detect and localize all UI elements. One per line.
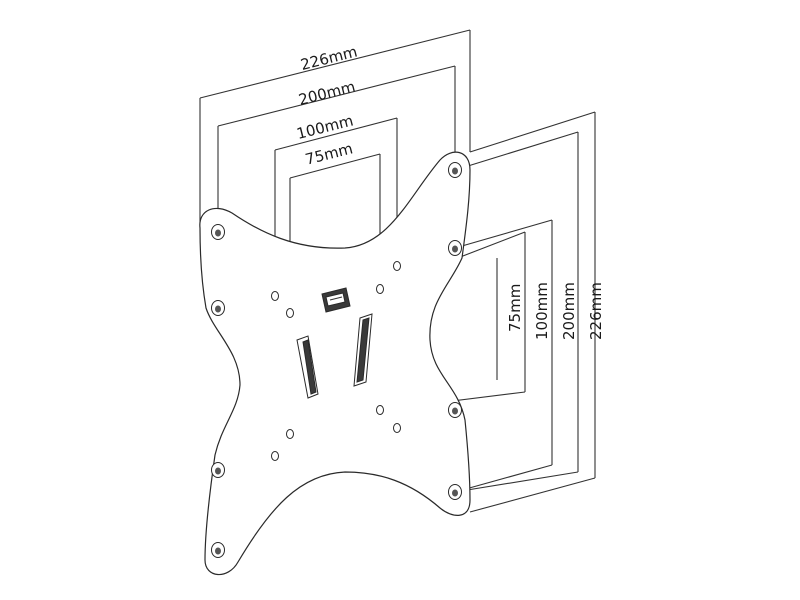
center-lock-bracket — [321, 287, 351, 313]
vertical-dimension-lines — [379, 111, 596, 513]
small-mounting-holes — [271, 261, 401, 461]
small-hole — [271, 451, 279, 461]
horizontal-dimension-label-75: 75mm — [303, 139, 354, 168]
mounting-hole — [211, 300, 225, 316]
mounting-hole — [211, 542, 225, 558]
small-hole — [271, 291, 279, 301]
left-hanging-slot — [296, 335, 319, 399]
vertical-dimension-label-75: 75mm — [506, 284, 524, 332]
horizontal-dimension-label-200: 200mm — [297, 78, 357, 109]
small-hole — [376, 284, 384, 294]
horizontal-dimension-label-226: 226mm — [299, 43, 359, 74]
vertical-dimension-label-226: 226mm — [587, 282, 605, 340]
mounting-hole — [448, 240, 462, 256]
vertical-dimension-label-100: 100mm — [533, 282, 551, 340]
mounting-hole — [448, 402, 462, 418]
small-hole — [393, 261, 401, 271]
right-hanging-slot — [353, 313, 373, 387]
vertical-dimension-label-200: 200mm — [560, 282, 578, 340]
large-mounting-holes — [211, 162, 462, 558]
horizontal-dimension-lines — [199, 29, 471, 312]
small-hole — [376, 405, 384, 415]
mounting-hole — [448, 162, 462, 178]
small-hole — [393, 423, 401, 433]
small-hole — [286, 429, 294, 439]
mounting-plate — [199, 151, 471, 576]
horizontal-dimension-label-100: 100mm — [295, 112, 355, 143]
mounting-hole — [211, 224, 225, 240]
small-hole — [286, 308, 294, 318]
mounting-hole — [211, 462, 225, 478]
mounting-hole — [448, 484, 462, 500]
